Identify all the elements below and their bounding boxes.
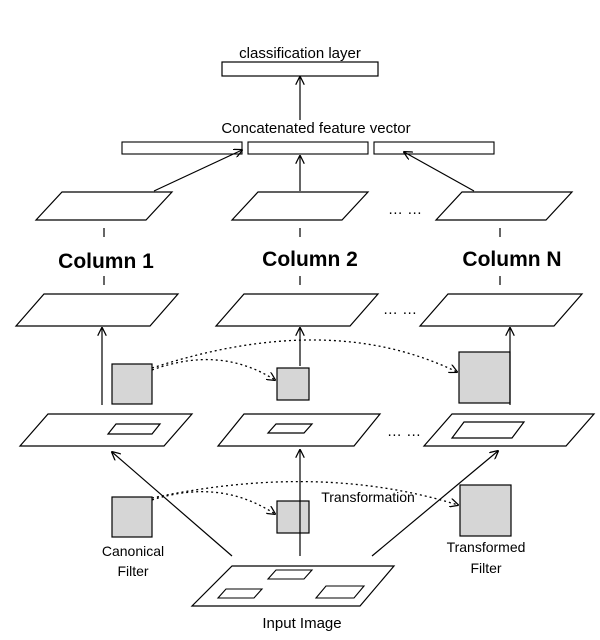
concat-segment-n bbox=[373, 141, 495, 155]
column-2-transformed-filter bbox=[276, 500, 310, 534]
column-n-label: Column N bbox=[462, 248, 561, 271]
ellipsis-top: … … bbox=[388, 201, 422, 218]
ellipsis-mid: … … bbox=[383, 301, 417, 318]
column-2-label: Column 2 bbox=[262, 248, 358, 271]
column-n-filter bbox=[458, 351, 511, 404]
column-2-receptive-field bbox=[266, 423, 314, 434]
dotted-arrow-upper-to-col2 bbox=[151, 358, 275, 380]
dotted-arrow-upper-to-coln bbox=[151, 339, 457, 372]
arrow-input-to-coln bbox=[371, 451, 498, 557]
transformed-filter-label-line1: Transformed bbox=[447, 539, 526, 555]
arrow-coln-to-concat bbox=[404, 152, 475, 192]
column-1-top-featuremap bbox=[34, 191, 174, 221]
concat-segment-1 bbox=[121, 141, 243, 155]
column-1-receptive-field bbox=[106, 423, 162, 435]
column-n-mid-featuremap bbox=[418, 293, 584, 327]
classification-layer-box bbox=[221, 61, 379, 77]
column-n-receptive-field bbox=[450, 421, 526, 439]
column-2-filter bbox=[276, 367, 310, 401]
column-1-label: Column 1 bbox=[58, 250, 154, 273]
arrow-input-to-col1 bbox=[112, 452, 233, 557]
column-1-mid-featuremap bbox=[14, 293, 180, 327]
concat-vector-label: Concatenated feature vector bbox=[221, 120, 410, 137]
transformation-label: Transformation bbox=[321, 489, 415, 505]
column-2-top-featuremap bbox=[230, 191, 370, 221]
transformed-filter-label-line2: Filter bbox=[470, 560, 501, 576]
concat-segment-2 bbox=[247, 141, 369, 155]
dotted-arrow-lower-to-col2 bbox=[151, 491, 275, 514]
column-n-top-featuremap bbox=[434, 191, 574, 221]
input-image-patch-1 bbox=[266, 569, 314, 580]
column-2-mid-featuremap bbox=[214, 293, 380, 327]
input-image-patch-3 bbox=[314, 585, 366, 599]
input-image-patch-2 bbox=[216, 588, 264, 599]
ellipsis-lower: … … bbox=[387, 423, 421, 440]
canonical-filter-label-line2: Filter bbox=[117, 563, 148, 579]
canonical-filter bbox=[111, 496, 153, 538]
dotted-arrow-lower-to-coln bbox=[151, 480, 458, 505]
transformed-filter bbox=[459, 484, 512, 537]
column-1-filter bbox=[111, 363, 153, 405]
column-1-lower-featuremap bbox=[18, 413, 194, 447]
classification-layer-label: classification layer bbox=[239, 45, 361, 62]
input-image-label: Input Image bbox=[262, 615, 341, 632]
arrow-col1-to-concat bbox=[153, 150, 242, 192]
canonical-filter-label-line1: Canonical bbox=[102, 543, 164, 559]
